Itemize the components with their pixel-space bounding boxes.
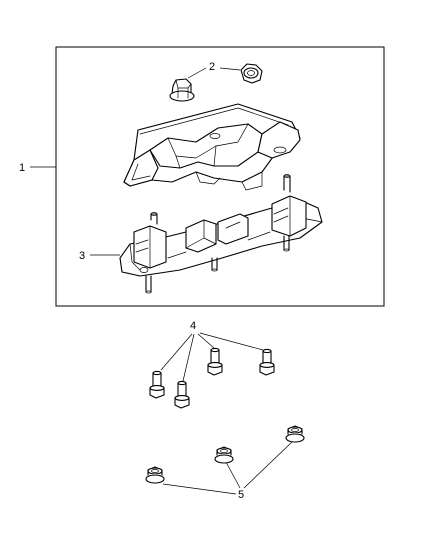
flange-nut-icon [240,63,263,84]
leader-line-2a [187,67,207,79]
leader-line-2b [219,67,241,71]
mount-bracket-icon [123,103,301,191]
bolt-icon [149,370,165,399]
bolt-icon [174,380,190,409]
callout-4: 4 [190,320,196,332]
bolt-icon [207,347,223,376]
bolt-icon [259,348,275,376]
leader-line-5b [225,461,241,489]
leader-line-5c [243,441,293,489]
leader-line-4a [160,333,193,371]
flange-nut-icon [214,446,234,464]
assembly-frame [55,46,385,307]
callout-3: 3 [79,250,85,262]
leader-line-5a [162,483,237,495]
transmission-mount-icon [119,174,323,294]
flange-nut-icon [285,425,305,443]
leader-line-4d [199,332,264,351]
callout-5: 5 [238,489,244,501]
flange-nut-icon [145,466,165,484]
leader-line-4c [197,333,215,349]
callout-2: 2 [209,61,215,73]
callout-1: 1 [19,162,25,174]
leader-line-4b [182,333,195,382]
flange-nut-icon [169,78,195,102]
